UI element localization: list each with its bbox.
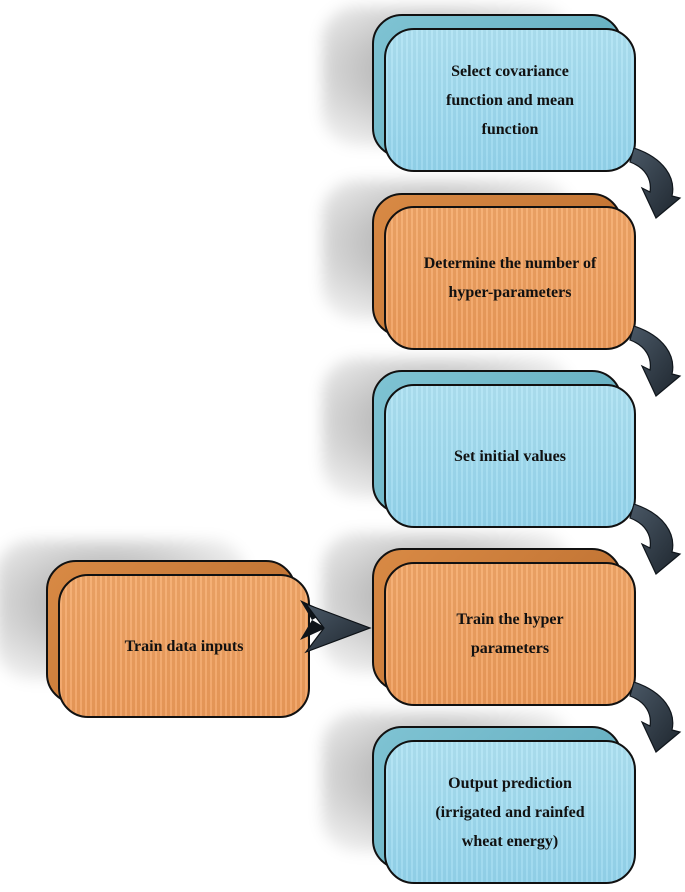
curved-arrow-3 [629, 503, 682, 575]
box-front-layer: Train the hyper parameters [384, 562, 636, 706]
box-front-layer: Train data inputs [58, 574, 310, 718]
input-label: Train data inputs [124, 637, 244, 655]
curved-arrow-1 [629, 147, 682, 219]
step-label: Determine the number of hyper-parameters [423, 255, 597, 301]
step-label: Select covariance function and mean func… [445, 62, 575, 138]
curved-arrow-4 [629, 681, 682, 753]
step-label: Output prediction (irrigated and rainfed… [435, 774, 585, 850]
box-front-layer: Select covariance function and mean func… [384, 28, 636, 172]
step-label: Train the hyper parameters [456, 611, 564, 657]
step-label: Set initial values [453, 447, 566, 465]
box-front-layer: Determine the number of hyper-parameters [384, 206, 636, 350]
curved-arrow-2 [629, 325, 682, 397]
input-arrow [300, 600, 372, 654]
box-front-layer: Set initial values [384, 384, 636, 528]
box-front-layer: Output prediction (irrigated and rainfed… [384, 740, 636, 884]
